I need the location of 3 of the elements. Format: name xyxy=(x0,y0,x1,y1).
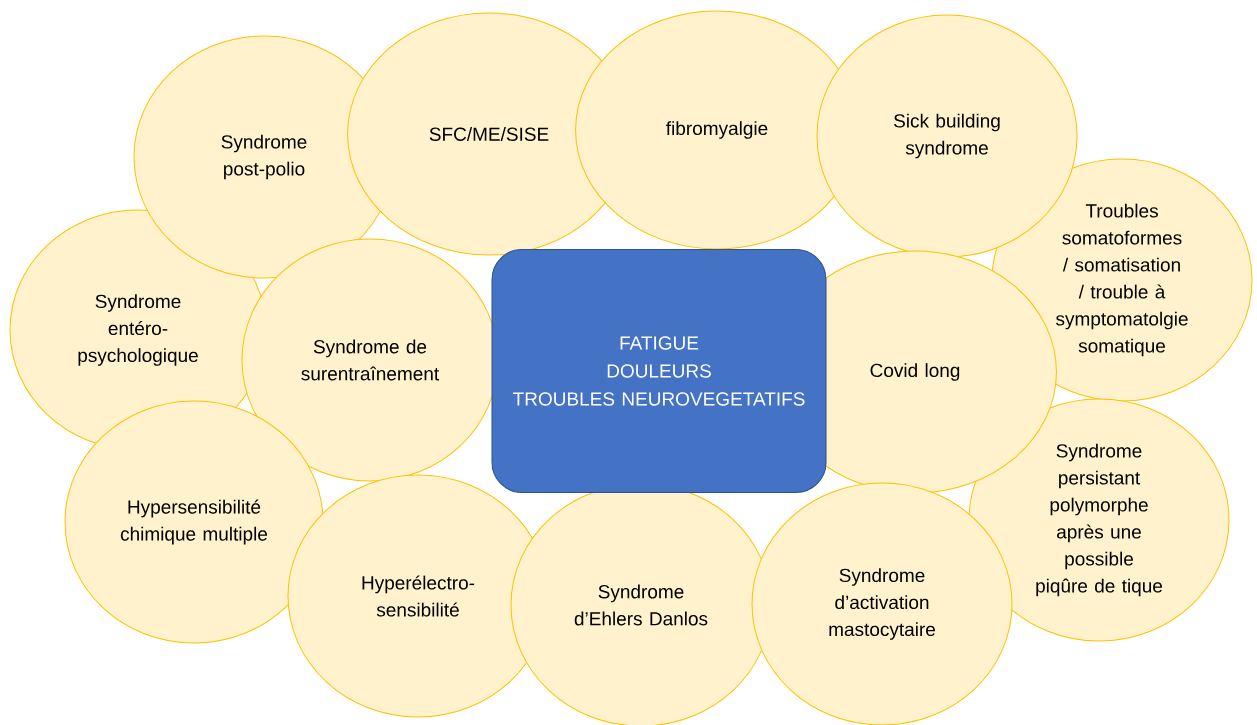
center-box: FATIGUE DOULEURS TROUBLES NEUROVEGETATIFS xyxy=(491,249,827,493)
node-label: Syndrome d’Ehlers Danlos xyxy=(574,584,708,626)
node-label: Hyperélectro-sensibilité xyxy=(362,575,475,617)
